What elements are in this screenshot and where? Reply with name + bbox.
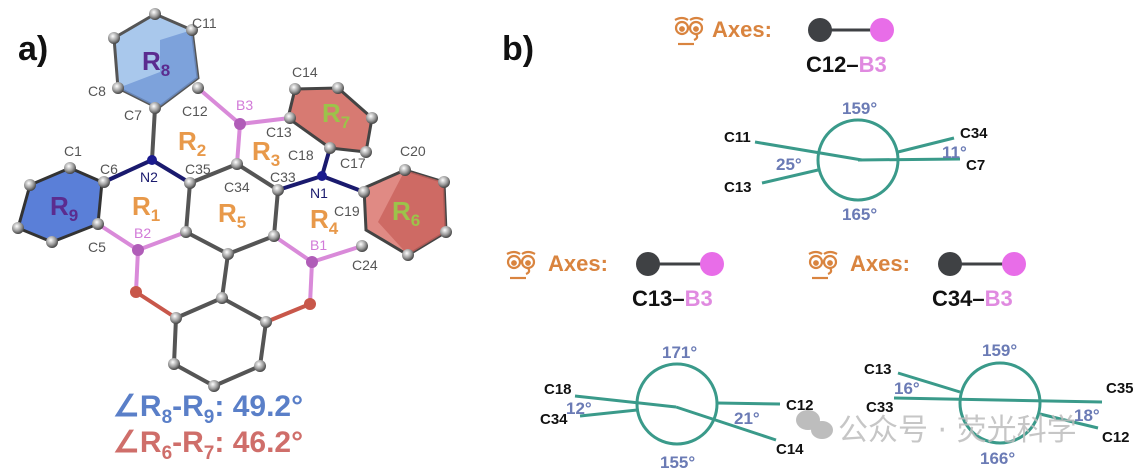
ring-labels: R8 R7 R2 R3 R9 R1 R5 R4 R6 [50, 46, 420, 238]
np2-atom: C34 [540, 411, 568, 428]
np1-bottom-angle: 165° [842, 205, 877, 224]
eyes-icon [506, 250, 536, 280]
panel-a-label: a) [18, 30, 48, 68]
np1-atom: C13 [724, 179, 752, 196]
atom-labels: C11 C8 C7 C12 B3 C14 C13 C18 C17 C20 C1 … [64, 15, 426, 273]
atom-label: C19 [334, 203, 360, 219]
np1-top-angle: 159° [842, 99, 877, 118]
atom-label: N2 [140, 169, 158, 185]
newman-projection-1 [754, 118, 961, 202]
np2-top-angle: 171° [662, 343, 697, 362]
np3-top-angle: 159° [982, 341, 1017, 360]
atom-label: C13 [266, 124, 292, 140]
newman-projection-2 [574, 362, 781, 446]
ring-r6-shade [378, 170, 446, 255]
carbon-atom-icon [636, 252, 660, 276]
ring-label-r7: R7 [322, 98, 350, 132]
np3-atom: C12 [1102, 429, 1130, 446]
ring-label-r9: R9 [50, 191, 78, 225]
eyes-icon [674, 16, 704, 46]
carbon-atom-icon [808, 18, 832, 42]
axes-label: Axes: [548, 251, 608, 276]
np3-atom: C13 [864, 361, 892, 378]
np2-atom: C18 [544, 381, 572, 398]
bond-label-3: C34–B3 [932, 286, 1013, 311]
axes-label: Axes: [712, 17, 772, 42]
atom-label: C8 [88, 83, 106, 99]
bond-label-2: C13–B3 [632, 286, 713, 311]
atom-label: C18 [288, 147, 314, 163]
atom-label: C17 [340, 155, 366, 171]
np2-atom: C14 [776, 441, 804, 458]
np2-atom: C12 [786, 397, 814, 414]
ring-label-r6: R6 [392, 196, 420, 230]
atom-label: C14 [292, 64, 318, 80]
np1-atom: C11 [724, 129, 751, 146]
atom-label: C34 [224, 179, 250, 195]
wechat-icon [796, 410, 833, 439]
atom-label: C11 [192, 15, 217, 31]
watermark-text: 公众号 · 荧光科学 [838, 413, 1077, 448]
np2-left-angle: 12° [566, 399, 592, 418]
np1-right-angle: 11° [942, 143, 967, 162]
axes-header-3: Axes: [808, 250, 1026, 280]
watermark: 公众号 · 荧光科学 [796, 410, 1077, 448]
atom-label: C5 [88, 239, 106, 255]
boron-atom-icon [1002, 252, 1026, 276]
ring-label-r3: R3 [252, 136, 280, 170]
axes-header-1: Axes: [674, 16, 894, 46]
np1-atom: C7 [966, 157, 985, 174]
panel-b-label: b) [502, 30, 534, 68]
np2-right-angle: 21° [734, 409, 760, 428]
dihedral-r8-r9: ∠R8-R9: 49.2° [113, 390, 303, 428]
dihedral-r6-r7: ∠R6-R7: 46.2° [113, 426, 303, 464]
boron-atom-icon [870, 18, 894, 42]
ring-label-r4: R4 [310, 204, 339, 238]
atom-label: C33 [270, 169, 296, 185]
axes-label: Axes: [850, 251, 910, 276]
ring-label-r8: R8 [142, 46, 170, 80]
ring-label-r5: R5 [218, 198, 246, 232]
np3-atom: C35 [1106, 380, 1134, 397]
np3-right-angle: 18° [1074, 406, 1100, 425]
atom-label: N1 [310, 185, 328, 201]
ring-label-r2: R2 [178, 126, 206, 160]
atom-label: C35 [185, 161, 211, 177]
atom-label: C6 [100, 161, 118, 177]
np3-bottom-angle: 166° [980, 449, 1015, 468]
carbon-atom-icon [938, 252, 962, 276]
np2-bottom-angle: 155° [660, 453, 695, 470]
atom-label: C20 [400, 143, 426, 159]
axes-header-2: Axes: [506, 250, 724, 280]
boron-atom-icon [700, 252, 724, 276]
np3-atom: C33 [866, 399, 894, 416]
ring-r8-shade [118, 30, 198, 108]
atom-label: C1 [64, 143, 82, 159]
atoms [12, 8, 452, 392]
np1-left-angle: 25° [776, 155, 802, 174]
eyes-icon [808, 250, 838, 280]
atom-label: B1 [310, 237, 327, 253]
atom-label: C7 [124, 107, 142, 123]
ring-label-r1: R1 [132, 191, 160, 225]
atom-label: C12 [182, 103, 208, 119]
np3-left-angle: 16° [894, 379, 920, 398]
bond-label-1: C12–B3 [806, 52, 887, 77]
np1-atom: C34 [960, 125, 988, 142]
atom-label: B2 [134, 225, 151, 241]
atom-label: C24 [352, 257, 378, 273]
newman-projection-3 [893, 361, 1103, 445]
atom-label: B3 [236, 97, 253, 113]
